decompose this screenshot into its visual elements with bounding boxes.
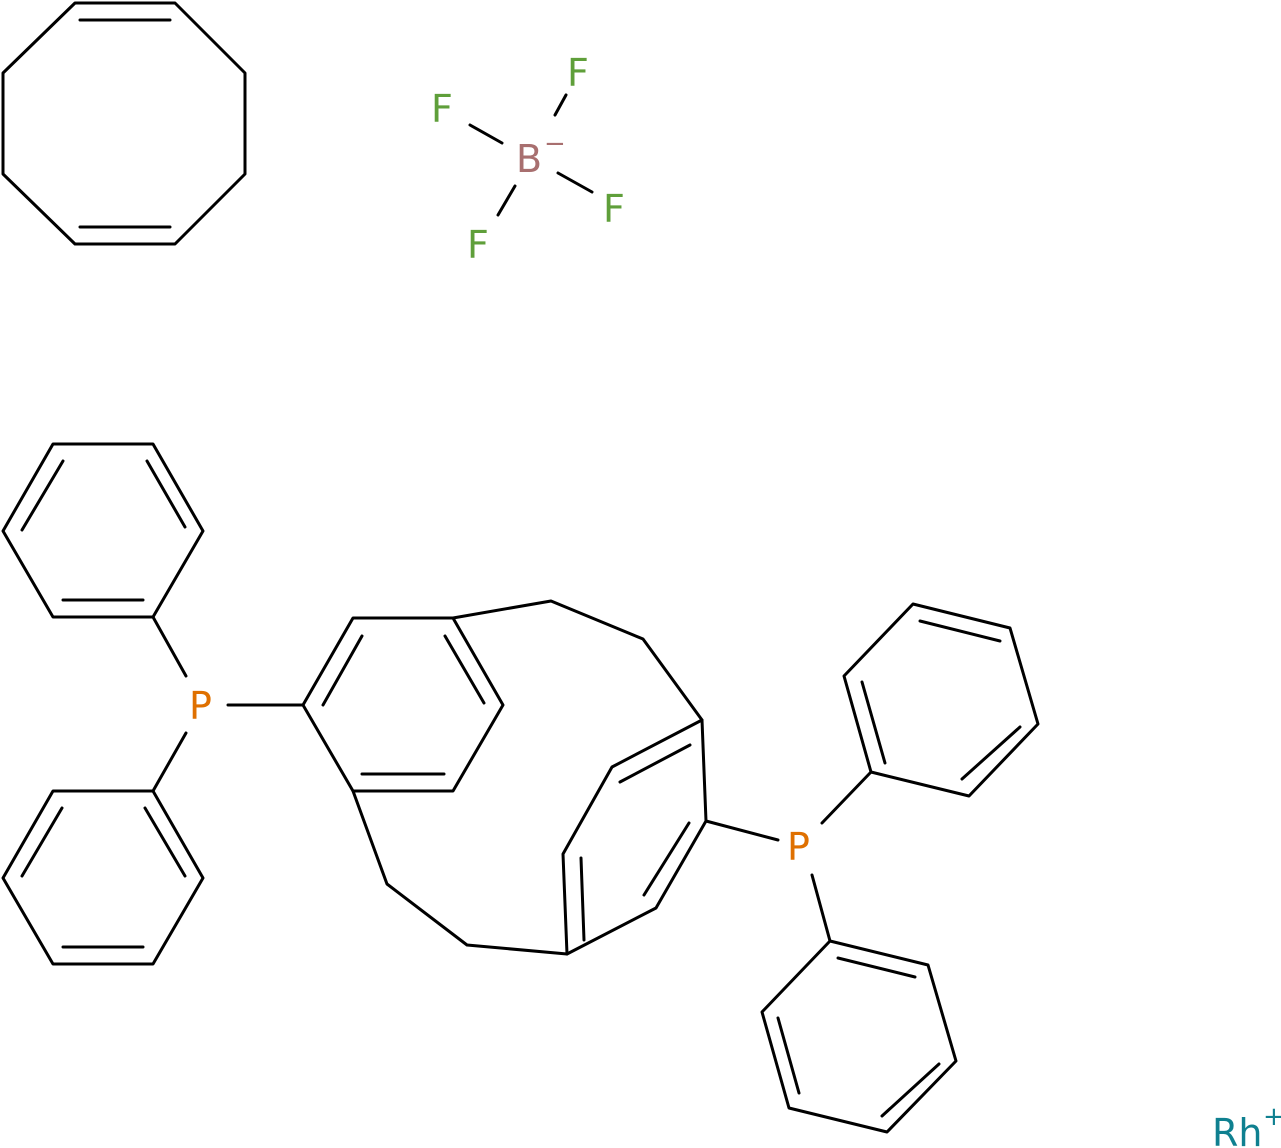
phenyl-ring [760, 939, 958, 1134]
rhodium-charge: + [1263, 1102, 1281, 1132]
left-phosphine: P [151, 615, 305, 793]
phosphorus-atom: P [189, 684, 212, 728]
phenyl-ring [1, 789, 205, 966]
cyclooctadiene [1, 1, 247, 246]
phosphorus-atom: P [787, 825, 810, 869]
rhodium-atom: Rh [1212, 1111, 1263, 1148]
fluorine-atom: F [431, 87, 453, 131]
boron-charge: − [544, 129, 566, 159]
phenyl-ring [1, 442, 205, 619]
right-phosphine: P [704, 770, 873, 943]
phenyl-ring [842, 602, 1040, 798]
fluorine-atom: F [567, 51, 589, 95]
fluorine-atom: F [603, 187, 625, 231]
rhodium-cation: Rh + [1212, 1102, 1281, 1148]
boron-atom: B [516, 137, 542, 181]
paracyclophane [301, 599, 708, 956]
tetrafluoroborate: B − F F F F [431, 51, 625, 267]
fluorine-atom: F [467, 223, 489, 267]
